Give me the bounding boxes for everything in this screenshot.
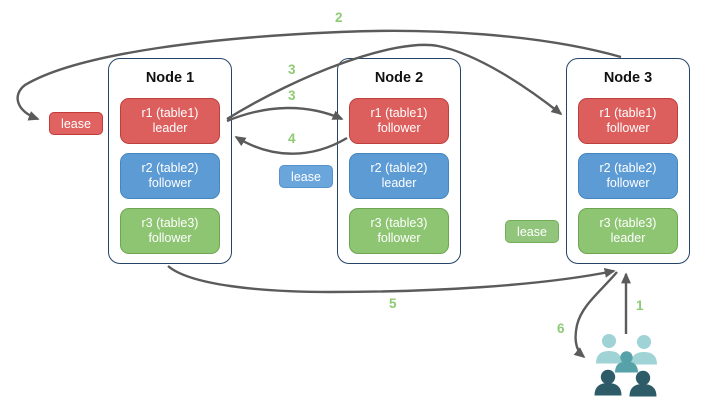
arrow-step-6-leader-to-users (573, 271, 618, 359)
replica-name: r3 (table3) (599, 215, 657, 230)
node-title: Node 2 (374, 70, 424, 86)
step-label-3a: 3 (288, 62, 296, 77)
lease-badge-r3: lease (505, 220, 559, 243)
replica-name: r3 (table3) (370, 215, 428, 230)
node-3: Node 3 r1 (table1) follower r2 (table2) … (566, 58, 690, 264)
node-title: Node 3 (603, 70, 653, 86)
node-1: Node 1 r1 (table1) leader r2 (table2) fo… (108, 58, 232, 264)
node1-replica-r3: r3 (table3) follower (120, 208, 220, 254)
node1-replica-r1: r1 (table1) leader (120, 98, 220, 144)
arrow-step-3-leader-to-node2 (226, 106, 344, 123)
node2-replica-r2: r2 (table2) leader (349, 153, 449, 199)
arrow-step-5-node1-to-node3 (167, 265, 616, 294)
step-label-1: 1 (636, 298, 644, 313)
step-label-4: 4 (288, 131, 296, 146)
node1-replica-r2: r2 (table2) follower (120, 153, 220, 199)
node2-replica-r3: r3 (table3) follower (349, 208, 449, 254)
replica-name: r3 (table3) (141, 215, 199, 230)
replica-role: follower (148, 231, 192, 245)
replica-role: follower (606, 121, 650, 135)
node3-replica-r2: r2 (table2) follower (578, 153, 678, 199)
replica-name: r1 (table1) (370, 105, 428, 120)
replica-role: leader (381, 176, 417, 190)
step-label-3b: 3 (288, 88, 296, 103)
node3-replica-r1: r1 (table1) follower (578, 98, 678, 144)
node-2: Node 2 r1 (table1) follower r2 (table2) … (337, 58, 461, 264)
replica-role: follower (148, 176, 192, 190)
users-group-icon (594, 334, 657, 397)
step-label-5: 5 (389, 296, 397, 311)
replica-name: r2 (table2) (141, 160, 199, 175)
replica-name: r1 (table1) (599, 105, 657, 120)
replica-role: leader (152, 121, 188, 135)
step-label-2: 2 (335, 10, 343, 25)
node2-replica-r1: r1 (table1) follower (349, 98, 449, 144)
lease-badge-r1: lease (49, 112, 103, 135)
replica-role: follower (377, 231, 421, 245)
step-label-6: 6 (557, 321, 565, 336)
replica-name: r1 (table1) (141, 105, 199, 120)
node-title: Node 1 (145, 70, 195, 86)
replica-role: follower (606, 176, 650, 190)
replica-name: r2 (table2) (599, 160, 657, 175)
node3-replica-r3: r3 (table3) leader (578, 208, 678, 254)
replica-name: r2 (table2) (370, 160, 428, 175)
replica-role: follower (377, 121, 421, 135)
replica-role: leader (610, 231, 646, 245)
lease-badge-r2: lease (279, 165, 333, 188)
